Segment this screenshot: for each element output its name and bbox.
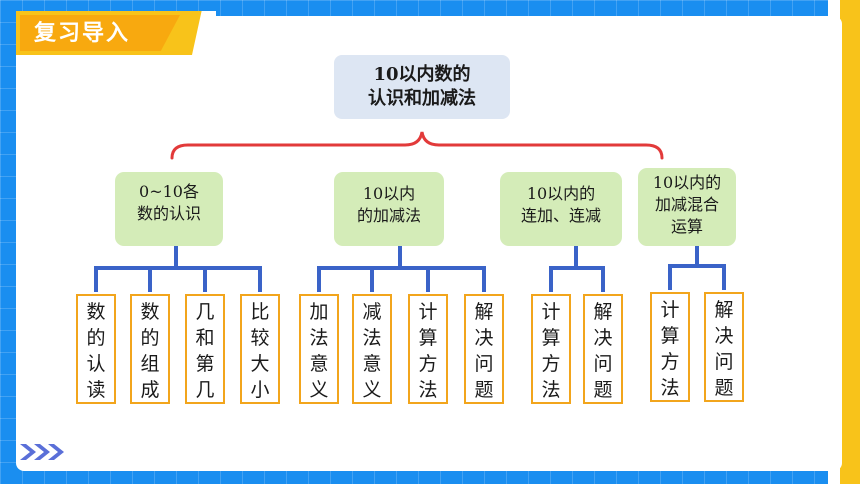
- leaf-char: 几: [195, 301, 215, 323]
- root-line-1: 10以内数的: [373, 64, 471, 85]
- leaf-node: 计算方法: [408, 294, 448, 404]
- group-connector-1: [94, 246, 262, 292]
- leaf-char: 的: [140, 327, 160, 349]
- leaf-char: 几: [195, 379, 215, 401]
- leaf-char: 小: [250, 379, 270, 401]
- leaf-char: 解: [474, 301, 494, 323]
- leaf-char: 计: [541, 301, 561, 323]
- leaf-node: 解决问题: [704, 292, 744, 402]
- leaf-char: 决: [474, 327, 494, 349]
- leaf-node: 解决问题: [464, 294, 504, 404]
- category-2-line-1: 10以内: [362, 184, 416, 203]
- leaf-char: 成: [140, 379, 160, 401]
- category-1-line-2: 数的认识: [136, 204, 201, 223]
- leaf-char: 算: [541, 327, 561, 349]
- category-4-line-3: 运算: [670, 217, 703, 236]
- leaf-char: 义: [362, 379, 382, 401]
- header-tab-inner: [20, 15, 180, 51]
- leaf-node: 计算方法: [531, 294, 571, 404]
- category-3-line-1: 10以内的: [526, 184, 596, 203]
- leaf-char: 计: [660, 299, 680, 321]
- leaf-char: 意: [362, 353, 382, 375]
- leaf-char: 方: [541, 353, 561, 375]
- leaf-char: 比: [250, 301, 270, 323]
- leaf-char: 算: [418, 327, 438, 349]
- group-connector-4: [668, 246, 726, 290]
- leaf-node: 减法意义: [352, 294, 392, 404]
- group-connector-3: [549, 246, 605, 292]
- leaf-char: 较: [250, 327, 270, 349]
- category-3-line-2: 连加、连减: [520, 206, 601, 225]
- leaf-char: 方: [660, 351, 680, 373]
- category-node-1: 0~10各 数的认识: [115, 172, 223, 246]
- leaf-char: 题: [714, 377, 734, 399]
- leaf-char: 和: [195, 327, 215, 349]
- category-node-3: 10以内的 连加、连减: [500, 172, 622, 246]
- yellow-stripe: [840, 0, 860, 484]
- chevron-arrows-icon: [20, 444, 64, 460]
- leaf-char: 减: [362, 301, 382, 323]
- leaf-char: 加: [309, 301, 329, 323]
- leaf-char: 数: [86, 301, 106, 323]
- leaf-char: 数: [140, 301, 160, 323]
- leaf-char: 法: [660, 377, 680, 399]
- leaf-char: 题: [474, 379, 494, 401]
- section-title: 复习导入: [34, 21, 131, 46]
- leaf-char: 的: [86, 327, 106, 349]
- leaf-char: 决: [714, 325, 734, 347]
- leaf-char: 决: [593, 327, 613, 349]
- leaf-char: 第: [195, 353, 215, 375]
- leaf-char: 问: [593, 353, 613, 375]
- leaf-char: 组: [140, 353, 160, 375]
- leaf-char: 解: [714, 299, 734, 321]
- leaf-char: 算: [660, 325, 680, 347]
- category-node-4: 10以内的 加减混合 运算: [638, 168, 736, 246]
- leaf-char: 方: [418, 353, 438, 375]
- leaf-node: 几和第几: [185, 294, 225, 404]
- leaf-char: 法: [309, 327, 329, 349]
- leaf-char: 大: [250, 353, 270, 375]
- group-connector-2: [317, 246, 486, 292]
- leaf-char: 解: [593, 301, 613, 323]
- leaf-char: 法: [541, 379, 561, 401]
- leaf-char: 问: [714, 351, 734, 373]
- category-2-line-2: 的加减法: [356, 206, 421, 225]
- category-node-2: 10以内 的加减法: [334, 172, 444, 246]
- leaf-char: 计: [418, 301, 438, 323]
- category-4-line-1: 10以内的: [652, 173, 722, 192]
- root-line-2: 认识和加减法: [368, 88, 476, 109]
- leaf-char: 读: [86, 379, 106, 401]
- leaf-char: 法: [362, 327, 382, 349]
- leaf-char: 问: [474, 353, 494, 375]
- leaf-node: 数的认读: [76, 294, 116, 404]
- leaf-node: 解决问题: [583, 294, 623, 404]
- leaf-node: 比较大小: [240, 294, 280, 404]
- curly-brace: [170, 131, 664, 160]
- leaf-char: 认: [86, 353, 106, 375]
- leaf-node: 计算方法: [650, 292, 690, 402]
- category-4-line-2: 加减混合: [654, 195, 719, 214]
- leaf-char: 义: [309, 379, 329, 401]
- leaf-char: 题: [593, 379, 613, 401]
- leaf-char: 意: [309, 353, 329, 375]
- leaf-node: 数的组成: [130, 294, 170, 404]
- root-node: 10以内数的 认识和加减法: [334, 55, 510, 119]
- leaf-char: 法: [418, 379, 438, 401]
- leaf-node: 加法意义: [299, 294, 339, 404]
- category-1-line-1: 0~10各: [139, 182, 199, 201]
